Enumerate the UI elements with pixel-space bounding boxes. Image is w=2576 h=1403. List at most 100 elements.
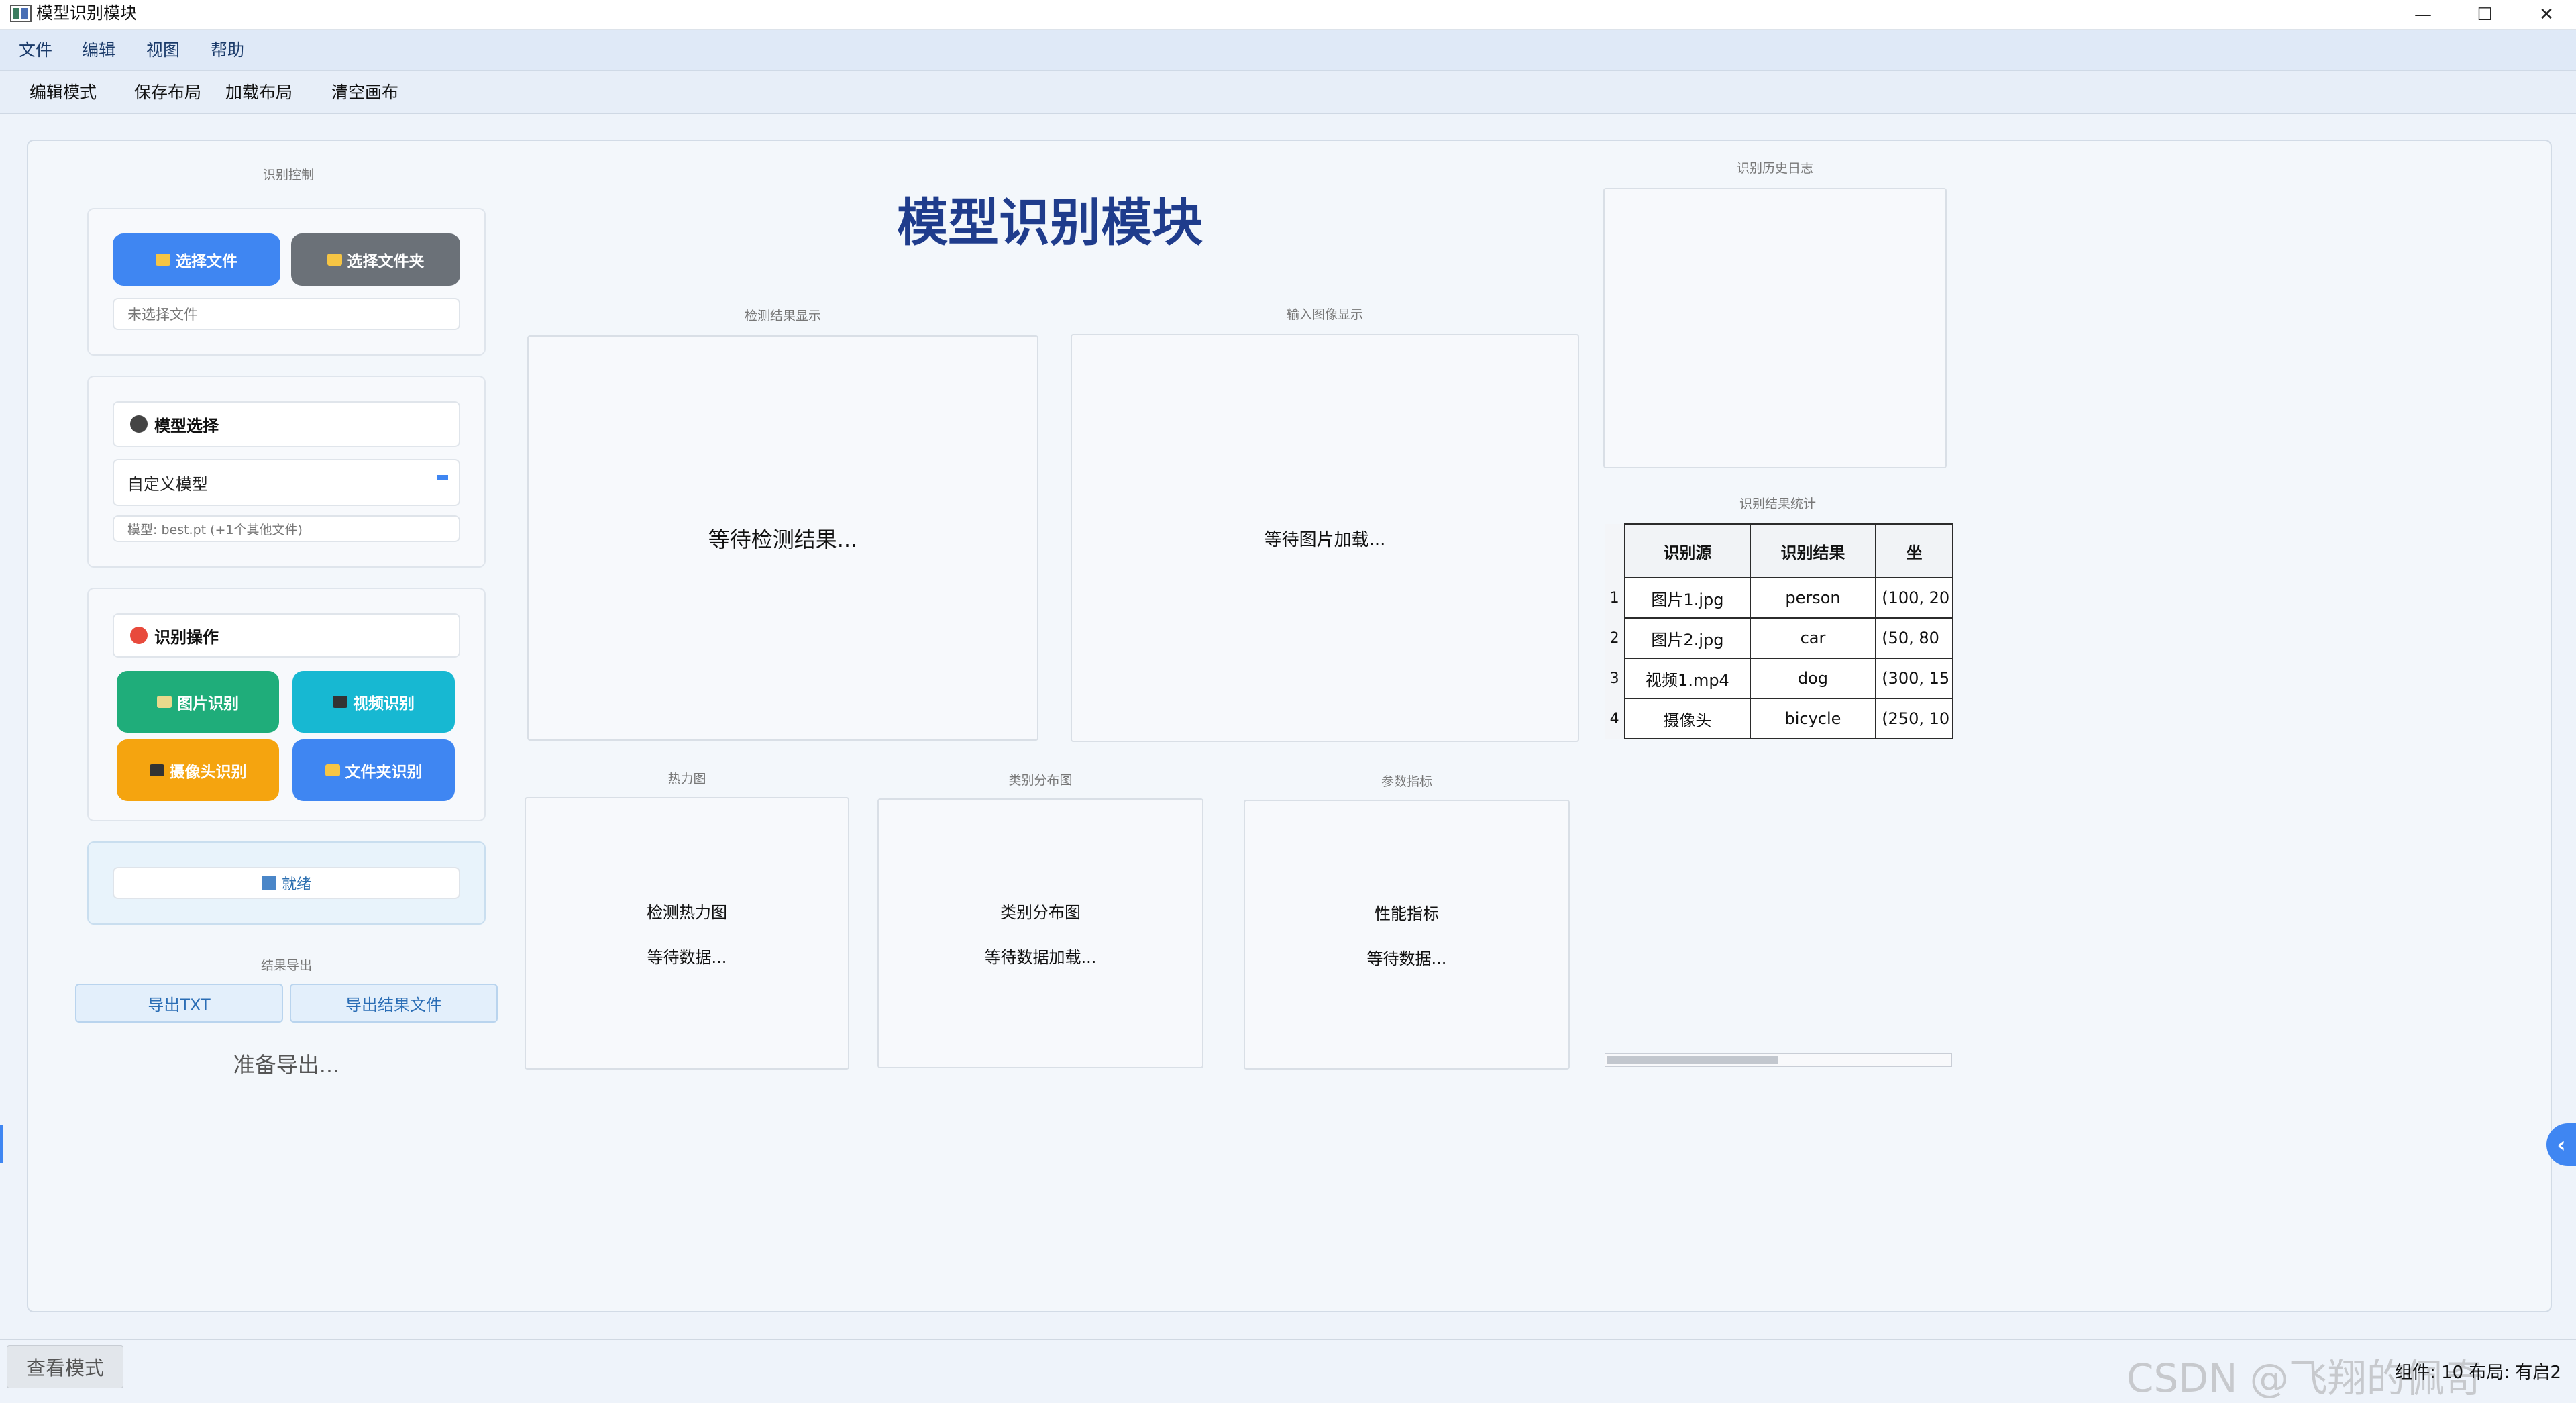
heatmap-status: 等待数据... — [647, 948, 727, 967]
operation-section-header: 识别操作 — [113, 613, 460, 658]
scrollbar-thumb[interactable] — [1607, 1056, 1778, 1064]
cell-result: dog — [1749, 658, 1877, 699]
cell-result: bicycle — [1749, 698, 1877, 739]
menu-file[interactable]: 文件 — [19, 40, 53, 60]
file-status-field: 未选择文件 — [113, 298, 460, 330]
menu-bar: 文件 编辑 视图 帮助 — [0, 30, 2576, 71]
cell-coord: (100, 20 — [1875, 577, 1953, 619]
stats-caption: 识别结果统计 — [1739, 497, 1816, 511]
input-placeholder: 等待图片加载... — [1264, 529, 1386, 550]
dropdown-indicator-icon — [437, 475, 448, 480]
folder-icon — [156, 254, 170, 266]
camera-recognition-button[interactable]: 摄像头识别 — [117, 739, 279, 801]
cell-coord: (300, 15 — [1875, 658, 1953, 699]
left-edge-marker — [0, 1125, 3, 1163]
robot-icon — [130, 415, 148, 433]
row-number: 4 — [1605, 698, 1626, 739]
table-header-row: 识别源 识别结果 坐 — [1605, 523, 1953, 578]
cell-source: 图片2.jpg — [1624, 617, 1751, 659]
cell-coord: (50, 80 — [1875, 617, 1953, 659]
view-mode-button[interactable]: 查看模式 — [7, 1345, 123, 1388]
clear-canvas-button[interactable]: 清空画布 — [331, 83, 399, 102]
title-bar: 模型识别模块 — ☐ ✕ — [0, 0, 2576, 30]
watermark: CSDN @飞翔的佩奇 — [2127, 1355, 2483, 1401]
heatmap-panel: 检测热力图 等待数据... — [525, 797, 849, 1070]
chart-icon — [261, 876, 276, 890]
table-row[interactable]: 2 图片2.jpg car (50, 80 — [1605, 617, 1953, 659]
history-log[interactable] — [1603, 188, 1947, 468]
target-icon — [130, 627, 148, 644]
cell-result: person — [1749, 577, 1877, 619]
model-info-field: 模型: best.pt (+1个其他文件) — [113, 515, 460, 542]
detect-caption: 检测结果显示 — [744, 309, 821, 323]
distribution-caption: 类别分布图 — [1008, 773, 1073, 788]
table-row[interactable]: 1 图片1.jpg person (100, 20 — [1605, 577, 1953, 619]
metrics-title: 性能指标 — [1375, 904, 1439, 923]
corner-cell — [1605, 524, 1626, 578]
window-title: 模型识别模块 — [36, 3, 138, 23]
distribution-title: 类别分布图 — [1000, 903, 1081, 922]
toolbar: 编辑模式 保存布局 加载布局 清空画布 — [0, 71, 2576, 114]
page-title: 模型识别模块 — [897, 193, 1203, 252]
column-header[interactable]: 识别结果 — [1749, 523, 1877, 578]
save-layout-button[interactable]: 保存布局 — [134, 83, 202, 102]
camera-icon — [149, 764, 164, 776]
edit-mode-button[interactable]: 编辑模式 — [30, 83, 97, 102]
model-select[interactable]: 自定义模型 — [113, 459, 460, 506]
select-folder-button[interactable]: 选择文件夹 — [291, 233, 460, 286]
metrics-panel: 性能指标 等待数据... — [1244, 800, 1570, 1070]
status-field: 就绪 — [113, 867, 460, 899]
folder-recognition-button[interactable]: 文件夹识别 — [292, 739, 455, 801]
export-caption: 结果导出 — [260, 958, 312, 973]
metrics-caption: 参数指标 — [1381, 774, 1432, 789]
minimize-button[interactable]: — — [2414, 5, 2432, 25]
model-section-header: 模型选择 — [113, 401, 460, 447]
cell-source: 视频1.mp4 — [1624, 658, 1751, 699]
load-layout-button[interactable]: 加载布局 — [225, 83, 293, 102]
table-row[interactable]: 3 视频1.mp4 dog (300, 15 — [1605, 658, 1953, 699]
distribution-status: 等待数据加载... — [984, 948, 1097, 967]
history-caption: 识别历史日志 — [1736, 161, 1813, 176]
maximize-button[interactable]: ☐ — [2477, 5, 2493, 25]
table-horizontal-scrollbar[interactable] — [1605, 1053, 1952, 1067]
menu-view[interactable]: 视图 — [146, 40, 180, 60]
export-txt-button[interactable]: 导出TXT — [75, 984, 283, 1023]
status-text: 组件: 10 布局: 有启2 — [2395, 1363, 2561, 1383]
export-result-button[interactable]: 导出结果文件 — [290, 984, 498, 1023]
control-caption: 识别控制 — [262, 168, 314, 183]
menu-help[interactable]: 帮助 — [211, 40, 245, 60]
close-button[interactable]: ✕ — [2539, 5, 2554, 25]
column-header[interactable]: 坐 — [1875, 523, 1953, 578]
input-image-display: 等待图片加载... — [1071, 334, 1579, 742]
stats-table: 识别源 识别结果 坐 1 图片1.jpg person (100, 20 2 图… — [1605, 523, 1953, 741]
select-file-button[interactable]: 选择文件 — [113, 233, 280, 286]
folder-icon — [325, 764, 340, 776]
distribution-panel: 类别分布图 等待数据加载... — [877, 798, 1203, 1068]
collapse-arrow-icon[interactable]: ‹ — [2546, 1123, 2576, 1166]
table-row[interactable]: 4 摄像头 bicycle (250, 10 — [1605, 698, 1953, 739]
metrics-status: 等待数据... — [1366, 949, 1447, 968]
cell-coord: (250, 10 — [1875, 698, 1953, 739]
column-header[interactable]: 识别源 — [1624, 523, 1751, 578]
row-number: 3 — [1605, 658, 1626, 698]
cell-source: 图片1.jpg — [1624, 577, 1751, 619]
detection-placeholder: 等待检测结果... — [708, 527, 858, 552]
heatmap-caption: 热力图 — [667, 772, 706, 786]
model-select-value: 自定义模型 — [127, 474, 208, 494]
row-number: 1 — [1605, 578, 1626, 618]
image-icon — [157, 696, 172, 708]
folder-icon — [327, 254, 342, 266]
status-bar: 查看模式 CSDN @飞翔的佩奇 组件: 10 布局: 有启2 — [0, 1339, 2576, 1401]
export-status: 准备导出... — [233, 1052, 340, 1078]
video-icon — [333, 696, 347, 708]
menu-edit[interactable]: 编辑 — [82, 40, 116, 60]
heatmap-title: 检测热力图 — [647, 903, 727, 922]
input-caption: 输入图像显示 — [1286, 307, 1363, 322]
image-recognition-button[interactable]: 图片识别 — [117, 671, 279, 733]
detection-display: 等待检测结果... — [527, 335, 1038, 741]
cell-source: 摄像头 — [1624, 698, 1751, 739]
row-number: 2 — [1605, 618, 1626, 658]
app-icon — [10, 5, 32, 22]
cell-result: car — [1749, 617, 1877, 659]
video-recognition-button[interactable]: 视频识别 — [292, 671, 455, 733]
